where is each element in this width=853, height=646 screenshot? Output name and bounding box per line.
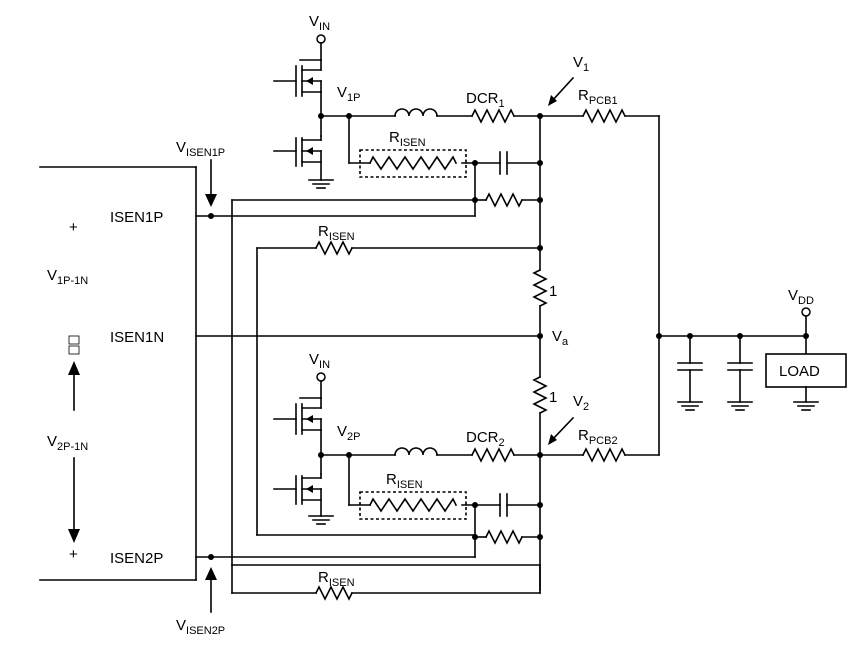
risen-1-resistor-icon <box>368 155 458 171</box>
plus-top-label: + <box>69 219 78 236</box>
rpcb1-resistor-icon <box>581 108 627 124</box>
plus-bot-label: + <box>69 546 78 563</box>
differential-arrows <box>68 335 80 543</box>
risen-low-resistor-icon <box>314 585 354 601</box>
v2-label: V2 <box>573 393 589 413</box>
rpcb2-resistor-icon <box>581 447 627 463</box>
inductor-1-icon <box>394 108 438 117</box>
v2-arrow-icon <box>548 434 557 445</box>
v2p1n-label: V2P-1N <box>47 433 88 453</box>
vdd-label: VDD <box>788 287 814 307</box>
labels: VIN V1P DCR1 V1 RPCB1 RISEN VISEN1P ISEN… <box>47 13 820 637</box>
one-ohm-bot-label: 1 <box>549 389 557 406</box>
v1p-label: V1P <box>337 84 360 104</box>
one-ohm-resistor-bot-icon <box>532 375 548 415</box>
ground-2-icon <box>308 515 334 525</box>
inductor-2-icon <box>394 447 438 456</box>
low-side-mosfet-2-icon <box>273 473 322 517</box>
load-label: LOAD <box>779 363 820 380</box>
rpcb2-label: RPCB2 <box>578 427 618 447</box>
visen1p-arrow-icon <box>205 194 217 207</box>
risen-low-label: RISEN <box>318 569 355 589</box>
v2p-1n-down-arrow-icon <box>68 529 80 543</box>
risen-bot-label: RISEN <box>386 471 423 491</box>
vdd-terminal-icon <box>801 307 811 317</box>
vin-bot-label: VIN <box>309 351 330 371</box>
risen-2-resistor-icon <box>368 497 458 513</box>
isen2p-label: ISEN2P <box>110 550 163 567</box>
isen1p-label: ISEN1P <box>110 209 163 226</box>
filter-resistor-1-icon <box>484 192 524 208</box>
output-section <box>656 307 847 411</box>
risen-1-box <box>359 149 467 178</box>
dcr-2-resistor-icon <box>470 447 516 463</box>
v1-arrow-icon <box>548 95 557 106</box>
high-side-mosfet-1-icon <box>273 59 322 97</box>
risen-mid-resistor-icon <box>314 240 354 256</box>
visen2p-label: VISEN2P <box>176 617 225 637</box>
ground-icon <box>308 179 334 189</box>
va-label: Va <box>552 328 569 348</box>
visen1p-label: VISEN1P <box>176 139 225 159</box>
isen1n-label: ISEN1N <box>110 329 164 346</box>
dcr-1-resistor-icon <box>470 108 516 124</box>
vin-terminal-2-icon <box>316 372 326 382</box>
filter-resistor-2-icon <box>484 529 524 545</box>
v1-label: V1 <box>573 54 589 74</box>
phase-2 <box>195 335 660 613</box>
dcr1-label: DCR1 <box>466 90 505 110</box>
one-ohm-resistor-top-icon <box>532 268 548 308</box>
controller-outline <box>39 166 197 581</box>
rpcb1-label: RPCB1 <box>578 87 618 107</box>
dcr2-label: DCR2 <box>466 429 505 449</box>
phase-1 <box>195 34 660 566</box>
vin-terminal-icon <box>316 34 326 44</box>
low-side-mosfet-1-icon <box>273 135 322 181</box>
visen2p-arrow-icon <box>205 567 217 580</box>
v2p-1n-up-arrow-icon <box>68 361 80 375</box>
high-side-mosfet-2-icon <box>273 397 322 435</box>
risen-2-box <box>359 491 467 520</box>
v1p1n-label: V1P-1N <box>47 267 88 287</box>
risen-mid-label: RISEN <box>318 223 355 243</box>
risen-top-label: RISEN <box>389 129 426 149</box>
one-ohm-top-label: 1 <box>549 283 557 300</box>
vin-top-label: VIN <box>309 13 330 33</box>
v2p-label: V2P <box>337 423 360 443</box>
